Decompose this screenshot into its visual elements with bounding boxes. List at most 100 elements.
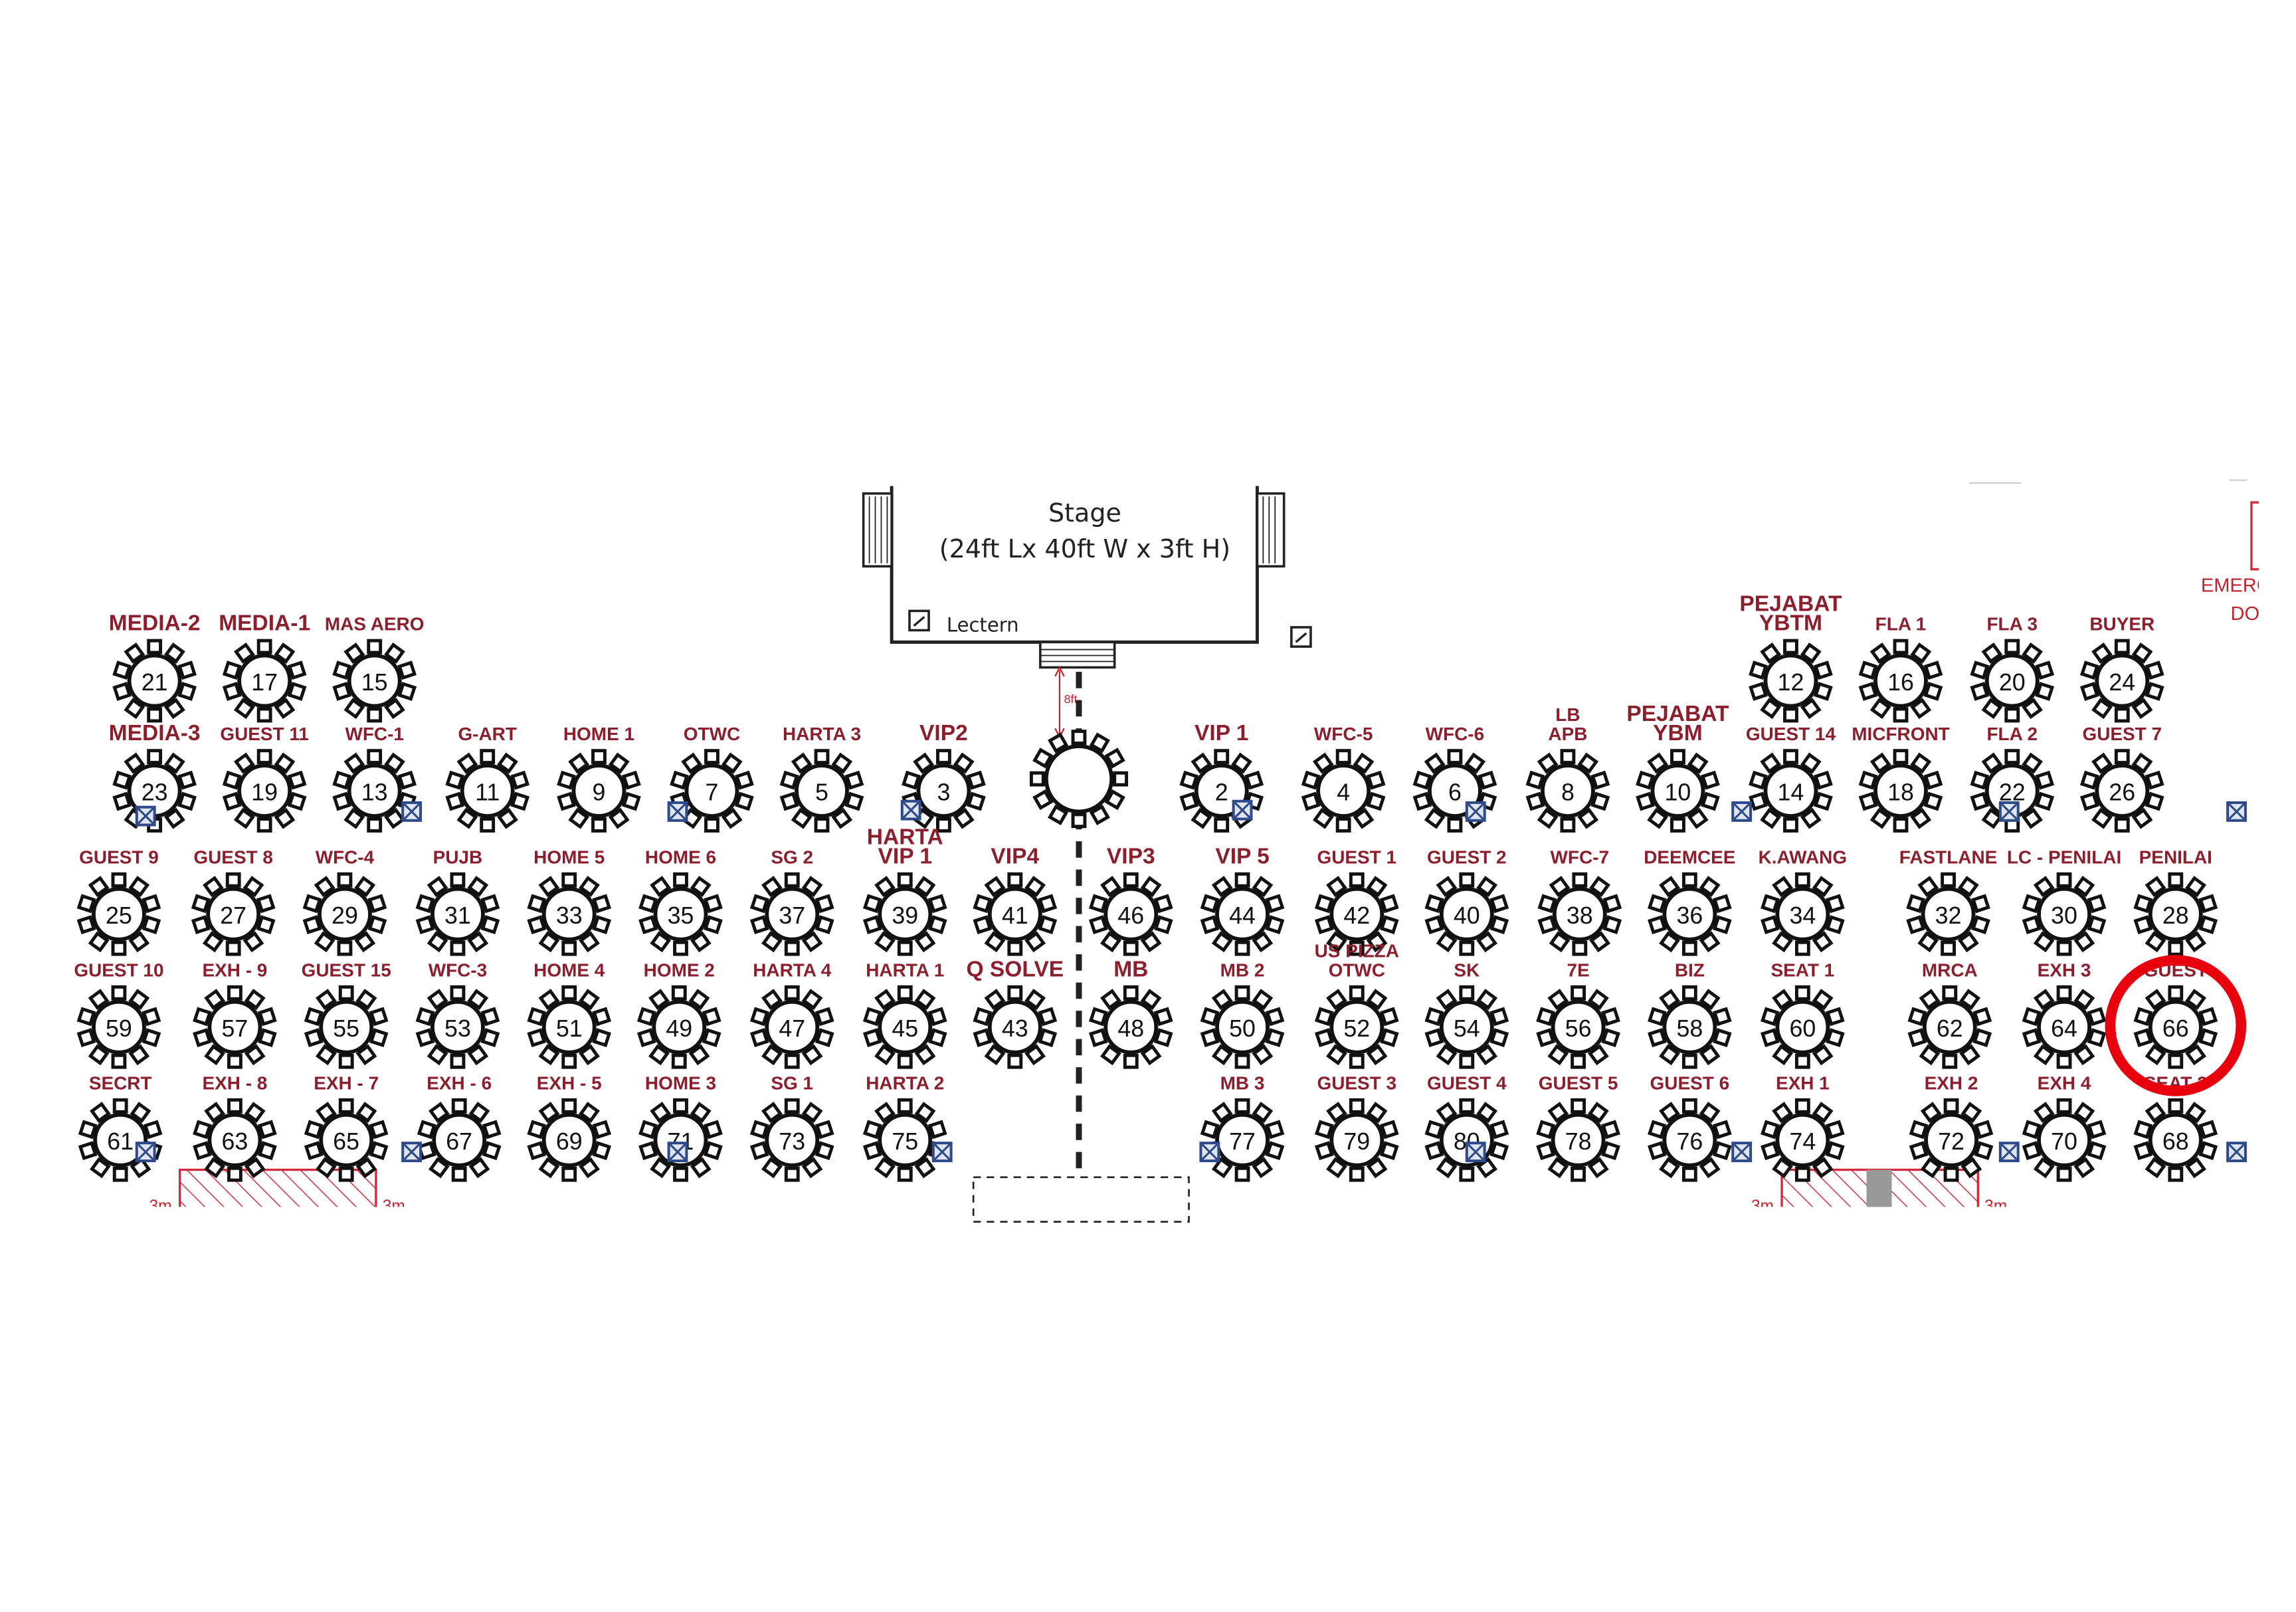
table-11[interactable]: 11G-ART bbox=[445, 724, 530, 833]
chair bbox=[257, 1120, 277, 1140]
chair bbox=[2022, 1007, 2042, 1027]
table-label: HOME 5 bbox=[533, 847, 605, 868]
chair bbox=[1252, 931, 1274, 953]
chair bbox=[1971, 915, 1990, 935]
table-34[interactable]: 34K.AWANG bbox=[1759, 847, 1848, 956]
chair bbox=[480, 1028, 500, 1048]
chair bbox=[1048, 732, 1069, 754]
table-top bbox=[237, 763, 292, 819]
chair bbox=[1923, 660, 1943, 680]
chair bbox=[1800, 642, 1822, 664]
chair bbox=[1436, 876, 1458, 898]
table-number: 38 bbox=[1567, 902, 1593, 929]
chair bbox=[2022, 642, 2043, 664]
chair bbox=[1140, 1044, 1162, 1066]
chair bbox=[670, 770, 689, 790]
table-top bbox=[541, 886, 597, 942]
chair bbox=[142, 915, 161, 935]
chair bbox=[673, 872, 688, 888]
table-top bbox=[1551, 1112, 1606, 1167]
table-43[interactable]: 43Q SOLVE bbox=[966, 957, 1064, 1069]
chair bbox=[1549, 931, 1571, 953]
highlight-circle bbox=[2105, 955, 2247, 1096]
chair bbox=[1919, 1044, 1941, 1066]
table-number: 54 bbox=[1454, 1015, 1480, 1042]
chair bbox=[1910, 642, 1932, 664]
